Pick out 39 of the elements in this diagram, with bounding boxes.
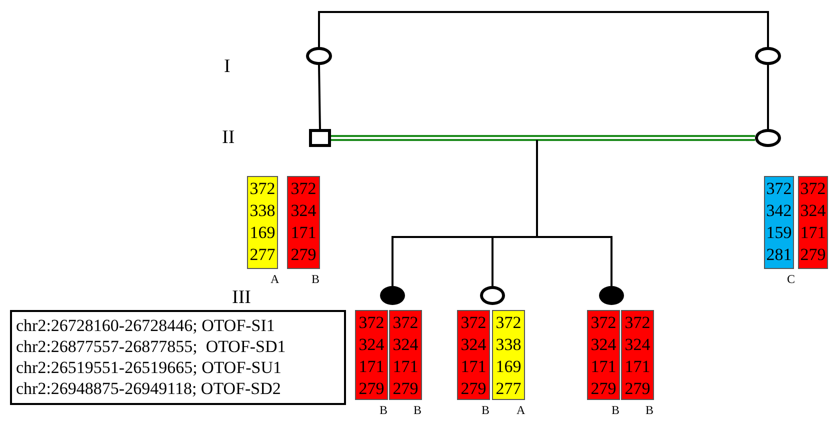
haplotype-bar: 372 324 171 279 (798, 176, 828, 269)
female-symbol (306, 47, 332, 65)
pedigree-line (318, 64, 321, 130)
haplotype-bar: 372 342 159 281 (764, 176, 794, 269)
generation-label: III (232, 287, 251, 309)
haplotype-label: A (516, 403, 526, 418)
female-symbol (755, 47, 781, 65)
descent-line (536, 140, 612, 286)
affected-female-symbol (599, 286, 624, 305)
haplotype-label: C (787, 272, 796, 287)
haplotype-label: B (380, 403, 388, 418)
marker-text: chr2:26519551-26519665; OTOF-SU1 (16, 357, 283, 378)
generation-label: I (224, 56, 230, 78)
haplotype-bar: 372 324 171 279 (621, 310, 654, 400)
haplotype-bar: 372 324 171 279 (389, 310, 422, 400)
marriage-line (330, 135, 756, 141)
marker-text: chr2:26728160-26728446; OTOF-SI1 (16, 315, 276, 336)
haplotype-bar: 372 324 171 279 (457, 310, 490, 400)
pedigree-line (318, 11, 769, 47)
haplotype-label: B (646, 403, 654, 418)
haplotype-label: B (414, 403, 422, 418)
male-symbol (309, 129, 331, 147)
haplotype-bar: 372 324 171 279 (287, 176, 320, 269)
haplotype-bar: 372 338 169 277 (492, 310, 525, 400)
haplotype-bar: 372 324 171 279 (587, 310, 620, 400)
affected-female-symbol (380, 286, 405, 305)
haplotype-label: B (612, 403, 620, 418)
haplotype-bar: 372 338 169 277 (247, 176, 278, 269)
pedigree-line (767, 65, 769, 129)
generation-label: II (222, 127, 235, 149)
haplotype-label: B (482, 403, 490, 418)
haplotype-label: A (270, 272, 280, 287)
haplotype-bar: 372 324 171 279 (355, 310, 388, 400)
marker-text: chr2:26948875-26949118; OTOF-SD2 (16, 378, 282, 399)
marker-list-box (10, 310, 346, 405)
female-symbol (480, 286, 505, 305)
female-symbol (755, 129, 781, 147)
marker-text: chr2:26877557-26877855; OTOF-SD1 (16, 336, 287, 357)
haplotype-label: B (312, 272, 320, 287)
